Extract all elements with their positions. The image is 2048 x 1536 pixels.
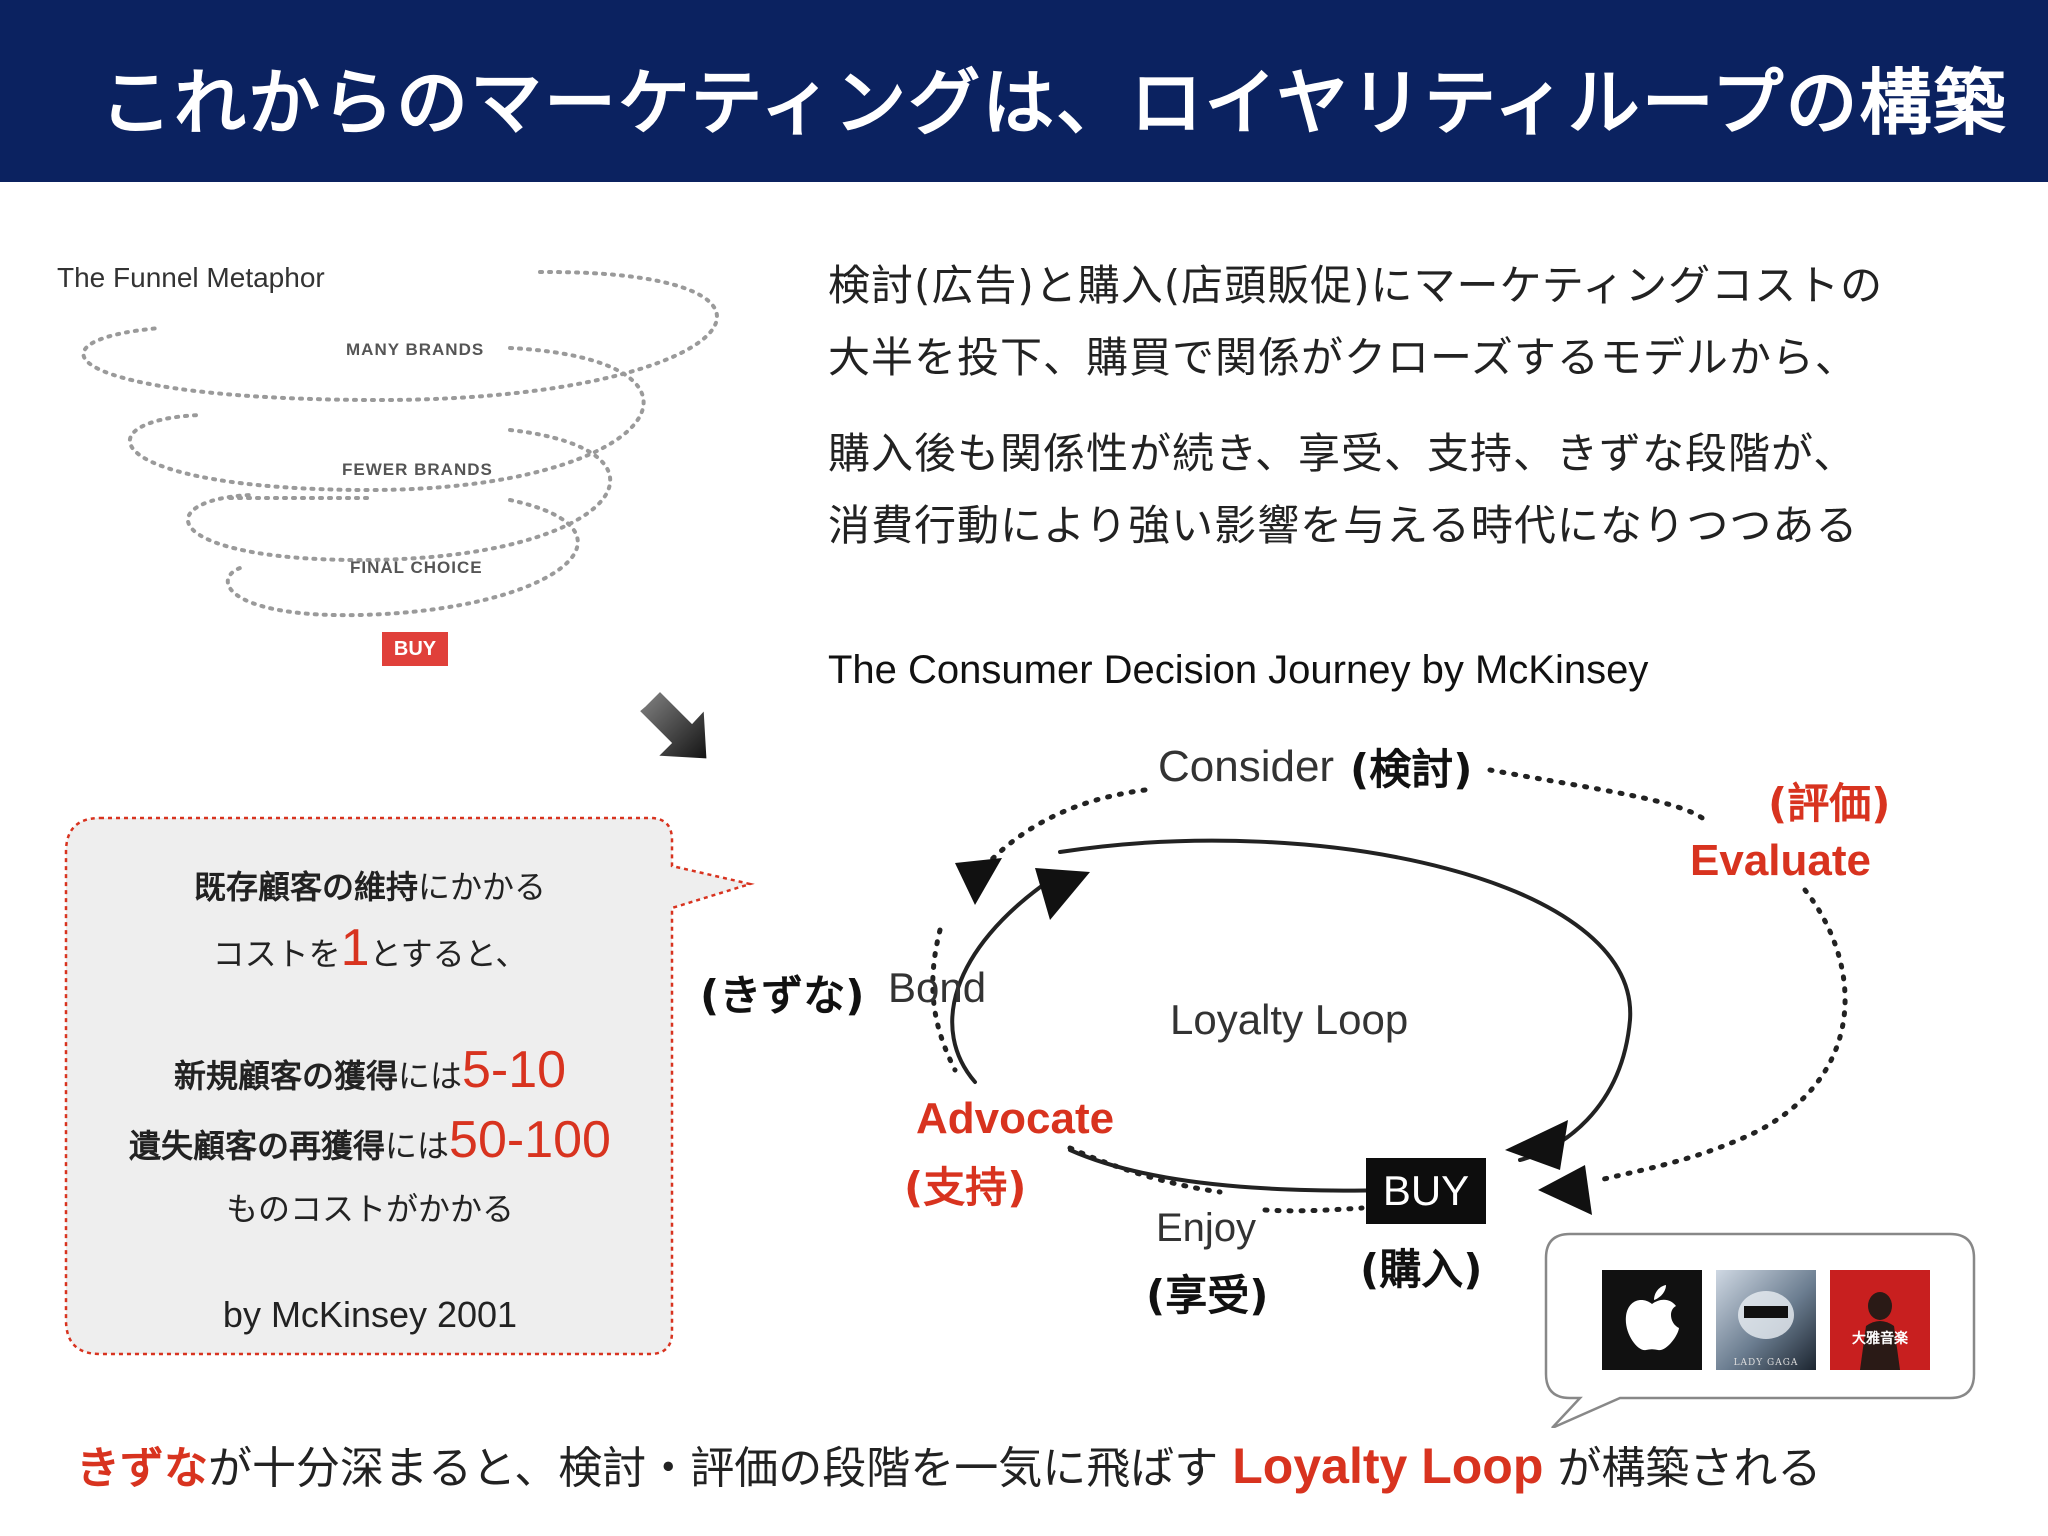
callout-text: には	[398, 1057, 462, 1095]
evaluate-buy-path	[1600, 890, 1845, 1180]
callout-retention-label: 既存顧客の維持	[194, 868, 418, 906]
callout-line-4: 遺失顧客の再獲得には50-100	[60, 1110, 680, 1170]
callout-text: コストを	[213, 935, 341, 973]
consider-evaluate-path	[1490, 770, 1705, 820]
callout-text: には	[385, 1127, 449, 1165]
stage-advocate-jp: (支持)	[904, 1154, 1026, 1215]
description-line-1: 検討(広告)と購入(店頭販促)にマーケティングコストの	[828, 252, 1883, 313]
apple-logo-icon	[1602, 1270, 1702, 1370]
title-bar: これからのマーケティングは、ロイヤリティループの構築	[0, 0, 2048, 182]
stage-evaluate: Evaluate	[1690, 836, 1871, 886]
stage-enjoy-jp: (享受)	[1146, 1262, 1268, 1323]
funnel-label-fewer: FEWER BRANDS	[342, 460, 493, 480]
arrowhead-evaluate-buy	[1538, 1165, 1592, 1215]
funnel-buy-badge: BUY	[382, 632, 448, 666]
callout-line-5: ものコストがかかる	[60, 1184, 680, 1230]
callout-acquisition-label: 新規顧客の獲得	[174, 1057, 398, 1095]
callout-line-1: 既存顧客の維持にかかる	[60, 862, 680, 908]
callout-value-reacquisition: 50-100	[449, 1111, 611, 1169]
funnel-ring-3	[188, 430, 610, 560]
description-line-3: 購入後も関係性が続き、享受、支持、きずな段階が、	[828, 420, 1856, 481]
callout-line-2: コストを1とすると、	[60, 918, 680, 978]
callout-reacquisition-label: 遺失顧客の再獲得	[129, 1127, 385, 1165]
stage-bond-jp: (きずな)	[700, 962, 864, 1023]
stage-advocate: Advocate	[916, 1094, 1114, 1144]
funnel-label-many: MANY BRANDS	[346, 340, 484, 360]
stage-bond: Bond	[888, 964, 986, 1012]
funnel-title: The Funnel Metaphor	[57, 262, 325, 294]
arrowhead-loop-top	[1035, 868, 1090, 920]
footer-bond-word: きずな	[76, 1443, 208, 1494]
stage-buy-jp: (購入)	[1360, 1236, 1482, 1297]
callout-line-3: 新規顧客の獲得には5-10	[60, 1040, 680, 1100]
stage-evaluate-jp: (評価)	[1768, 770, 1890, 831]
description-line-4: 消費行動により強い影響を与える時代になりつつある	[828, 492, 1858, 553]
album-thumbnail: 大雅音楽	[1830, 1270, 1930, 1370]
footer-loyalty-loop: Loyalty Loop	[1232, 1438, 1543, 1494]
loyalty-loop-label: Loyalty Loop	[1170, 996, 1408, 1044]
funnel-label-final: FINAL CHOICE	[350, 558, 483, 578]
stage-enjoy: Enjoy	[1156, 1206, 1256, 1251]
callout-text: とすると、	[370, 935, 528, 973]
stage-buy-box: BUY	[1366, 1158, 1486, 1224]
stage-consider-jp: (検討)	[1350, 736, 1472, 797]
stage-consider: Consider	[1158, 742, 1334, 792]
advocate-enjoy-path	[1070, 1148, 1220, 1192]
callout-text: にかかる	[418, 868, 546, 906]
album-caption: 大雅音楽	[1830, 1328, 1930, 1348]
callout-source: by McKinsey 2001	[60, 1294, 680, 1336]
footer-text-end: が構築される	[1557, 1443, 1821, 1494]
callout-value-acquisition: 5-10	[462, 1041, 566, 1099]
arrowhead-loop-buy	[1505, 1120, 1568, 1170]
gaga-caption: LADY GAGA	[1716, 1358, 1816, 1368]
footer-text: が十分深まると、検討・評価の段階を一気に飛ばす	[208, 1443, 1218, 1494]
arrowhead-consider	[955, 858, 1002, 905]
journey-title: The Consumer Decision Journey by McKinse…	[828, 648, 1648, 693]
enjoy-buy-path	[1265, 1208, 1362, 1211]
footer-summary: きずなが十分深まると、検討・評価の段階を一気に飛ばす Loyalty Loop …	[76, 1432, 1821, 1496]
slide-title: これからのマーケティングは、ロイヤリティループの構築	[100, 44, 2000, 149]
lady-gaga-album-thumbnail: LADY GAGA	[1716, 1270, 1816, 1370]
description-line-2: 大半を投下、購買で関係がクローズするモデルから、	[828, 324, 1858, 385]
callout-value-retention: 1	[341, 919, 370, 977]
